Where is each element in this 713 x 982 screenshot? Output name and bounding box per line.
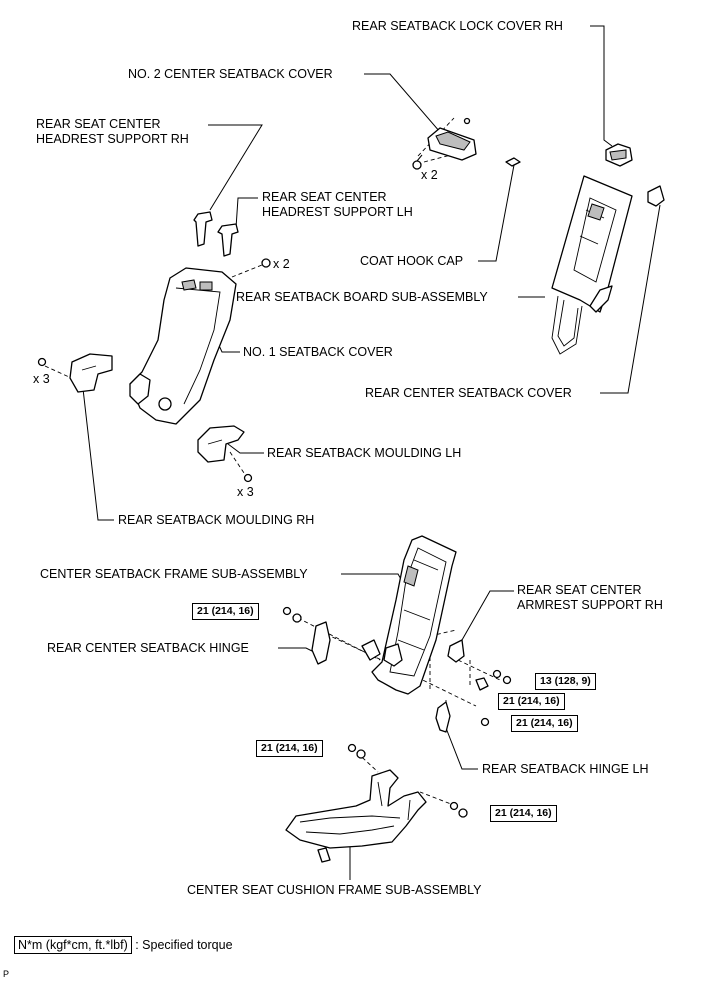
seatback-board-part: [551, 175, 665, 355]
headrest-support-lh-part: [217, 223, 239, 257]
label-no1-seatback-cover: NO. 1 SEATBACK COVER: [243, 345, 393, 359]
torque-hinge-lh-bolt: 21 (214, 16): [511, 715, 578, 732]
torque-legend: N*m (kgf*cm, ft.*lbf) : Specified torque: [14, 936, 233, 954]
moulding-lh-part: [197, 425, 253, 483]
leader-lines: [81, 25, 661, 880]
label-center-frame-sub-assembly: CENTER SEATBACK FRAME SUB-ASSEMBLY: [40, 567, 308, 581]
label-seatback-hinge-lh: REAR SEATBACK HINGE LH: [482, 762, 649, 776]
legend-text: : Specified torque: [135, 938, 233, 952]
coat-hook-cap-part: [505, 157, 521, 167]
label-moulding-lh: REAR SEATBACK MOULDING LH: [267, 446, 462, 460]
qty-no1-cover-clips: x 2: [273, 257, 290, 271]
cushion-frame-part: [285, 743, 468, 863]
lock-cover-rh-part: [605, 143, 633, 167]
footer-code: P: [3, 969, 10, 979]
torque-armrest-bolt: 13 (128, 9): [535, 673, 596, 690]
headrest-support-rh-part: [193, 211, 213, 247]
label-center-seatback-hinge: REAR CENTER SEATBACK HINGE: [47, 641, 249, 655]
torque-hinge-bolt: 21 (214, 16): [192, 603, 259, 620]
center-hinge-part: [282, 606, 331, 665]
moulding-rh-part: [37, 353, 113, 393]
armrest-support-part: [447, 639, 512, 691]
label-moulding-rh: REAR SEATBACK MOULDING RH: [118, 513, 315, 527]
label-armrest-support-rh: REAR SEAT CENTER ARMREST SUPPORT RH: [517, 583, 663, 612]
qty-no2-cover-clips: x 2: [421, 168, 438, 182]
torque-armrest-nut: 21 (214, 16): [498, 693, 565, 710]
label-no2-center-cover: NO. 2 CENTER SEATBACK COVER: [128, 67, 333, 81]
label-headrest-support-rh: REAR SEAT CENTER HEADREST SUPPORT RH: [36, 117, 189, 146]
hinge-lh-part: [435, 701, 490, 733]
qty-moulding-lh-clips: x 3: [237, 485, 254, 499]
qty-moulding-rh-clips: x 3: [33, 372, 50, 386]
label-coat-hook-cap: COAT HOOK CAP: [360, 254, 464, 268]
label-board-sub-assembly: REAR SEATBACK BOARD SUB-ASSEMBLY: [236, 290, 488, 304]
center-frame-part: [361, 535, 457, 695]
torque-cushion-left-bolt: 21 (214, 16): [256, 740, 323, 757]
label-headrest-support-lh: REAR SEAT CENTER HEADREST SUPPORT LH: [262, 190, 413, 219]
legend-unit-box: N*m (kgf*cm, ft.*lbf): [14, 936, 132, 954]
label-rear-center-seatback-cover: REAR CENTER SEATBACK COVER: [365, 386, 572, 400]
label-cushion-frame-sub-assembly: CENTER SEAT CUSHION FRAME SUB-ASSEMBLY: [187, 883, 482, 897]
torque-cushion-right-bolt: 21 (214, 16): [490, 805, 557, 822]
label-lock-cover-rh: REAR SEATBACK LOCK COVER RH: [352, 19, 563, 33]
no1-seatback-cover-part: [129, 258, 271, 425]
assembly-lines: [44, 117, 501, 807]
no2-center-cover-part: [412, 117, 477, 170]
